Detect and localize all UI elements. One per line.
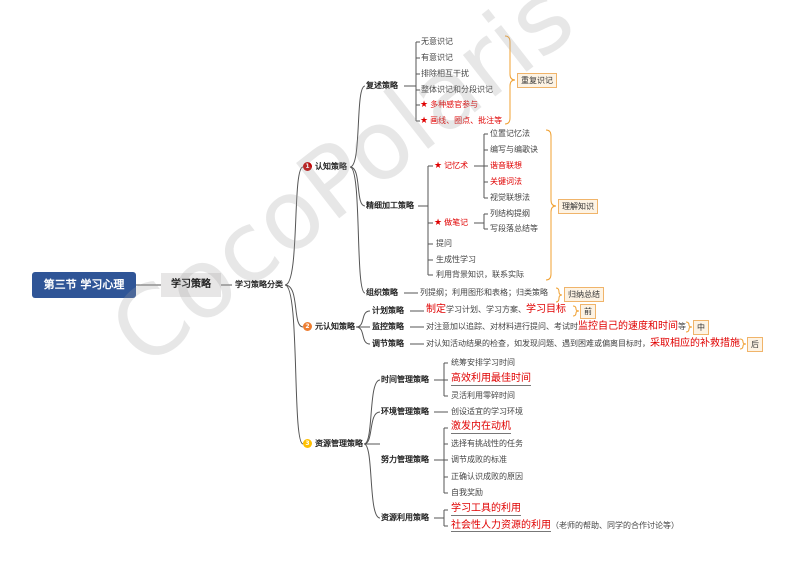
star-icon: ★ (420, 116, 429, 126)
planning-strategy-node[interactable]: 计划策略 (372, 306, 404, 315)
note-repeat-memory: 重复识记 (517, 73, 557, 88)
list-item[interactable]: ★多种感官参与 (420, 100, 479, 110)
resource-utilization-node[interactable]: 资源利用策略 (381, 513, 429, 522)
note-after: 后 (747, 337, 763, 352)
elaboration-strategy-node[interactable]: 精细加工策略 (366, 201, 414, 210)
regulation-strategy-node[interactable]: 调节策略 (372, 339, 404, 348)
list-item[interactable]: 调节成败的标准 (451, 455, 507, 464)
effort-management-node[interactable]: 努力管理策略 (381, 455, 429, 464)
star-icon: ★ (420, 100, 429, 110)
root-node[interactable]: 第三节 学习心理 (32, 272, 136, 298)
list-item[interactable]: 选择有挑战性的任务 (451, 439, 523, 448)
list-item[interactable]: 视觉联想法 (490, 193, 530, 202)
strategy-classification-node[interactable]: 学习策略分类 (235, 280, 283, 289)
list-item[interactable]: 社会性人力资源的利用（老师的帮助、同学的合作讨论等） (451, 520, 679, 532)
list-item[interactable]: 无意识记 (421, 37, 453, 46)
list-item[interactable]: 激发内在动机 (451, 421, 511, 434)
list-item[interactable]: 利用背景知识，联系实际 (436, 270, 524, 279)
list-item[interactable]: 统筹安排学习时间 (451, 358, 515, 367)
note-understand-knowledge: 理解知识 (558, 199, 598, 214)
time-management-node[interactable]: 时间管理策略 (381, 375, 429, 384)
list-item[interactable]: 关键词法 (490, 177, 522, 186)
list-item[interactable]: 谐音联想 (490, 161, 522, 170)
note-taking-node[interactable]: ★做笔记 (434, 218, 469, 228)
mnemonics-node[interactable]: ★记忆术 (434, 161, 469, 171)
list-item[interactable]: 高效利用最佳时间 (451, 373, 531, 386)
list-item[interactable]: 学习工具的利用 (451, 503, 521, 516)
star-icon: ★ (434, 218, 443, 228)
number-2-icon: 2 (303, 322, 312, 331)
number-1-icon: 1 (303, 162, 312, 171)
note-summarize: 归纳总结 (564, 287, 604, 302)
list-item[interactable]: 有意识记 (421, 53, 453, 62)
planning-desc: 制定学习计划、学习方案、学习目标 (426, 304, 566, 315)
list-item[interactable]: 列结构提纲 (490, 209, 530, 218)
rehearsal-strategy-node[interactable]: 复述策略 (366, 81, 398, 90)
monitoring-desc: 对注意加以追踪、对材料进行提问、考试时监控自己的速度和时间等 (426, 321, 686, 332)
list-item[interactable]: 编写与编歌诀 (490, 145, 538, 154)
list-item[interactable]: 整体识记和分段识记 (421, 85, 493, 94)
regulation-desc: 对认知活动结果的检查，如发现问题、遇到困难或偏离目标时，采取相应的补救措施 (426, 338, 740, 349)
organization-strategy-node[interactable]: 组织策略 (366, 288, 398, 297)
list-item[interactable]: 提问 (436, 239, 452, 248)
list-item[interactable]: 正确认识成败的原因 (451, 472, 523, 481)
environment-management-node[interactable]: 环境管理策略 (381, 407, 429, 416)
number-3-icon: 3 (303, 439, 312, 448)
list-item[interactable]: 灵活利用零碎时间 (451, 391, 515, 400)
star-icon: ★ (434, 161, 443, 171)
organization-desc: 列提纲；利用图形和表格；归类策略 (420, 288, 548, 297)
note-before: 前 (580, 304, 596, 319)
list-item[interactable]: 生成性学习 (436, 255, 476, 264)
list-item[interactable]: 写段落总结等 (490, 224, 538, 233)
environment-desc[interactable]: 创设适宜的学习环境 (451, 407, 523, 416)
list-item[interactable]: 排除相互干扰 (421, 69, 469, 78)
note-during: 中 (693, 320, 709, 335)
strategy-node[interactable]: 学习策略 (161, 273, 221, 297)
list-item[interactable]: ★画线、圈点、批注等 (420, 116, 503, 126)
list-item[interactable]: 自我奖励 (451, 488, 483, 497)
monitoring-strategy-node[interactable]: 监控策略 (372, 322, 404, 331)
list-item[interactable]: 位置记忆法 (490, 129, 530, 138)
